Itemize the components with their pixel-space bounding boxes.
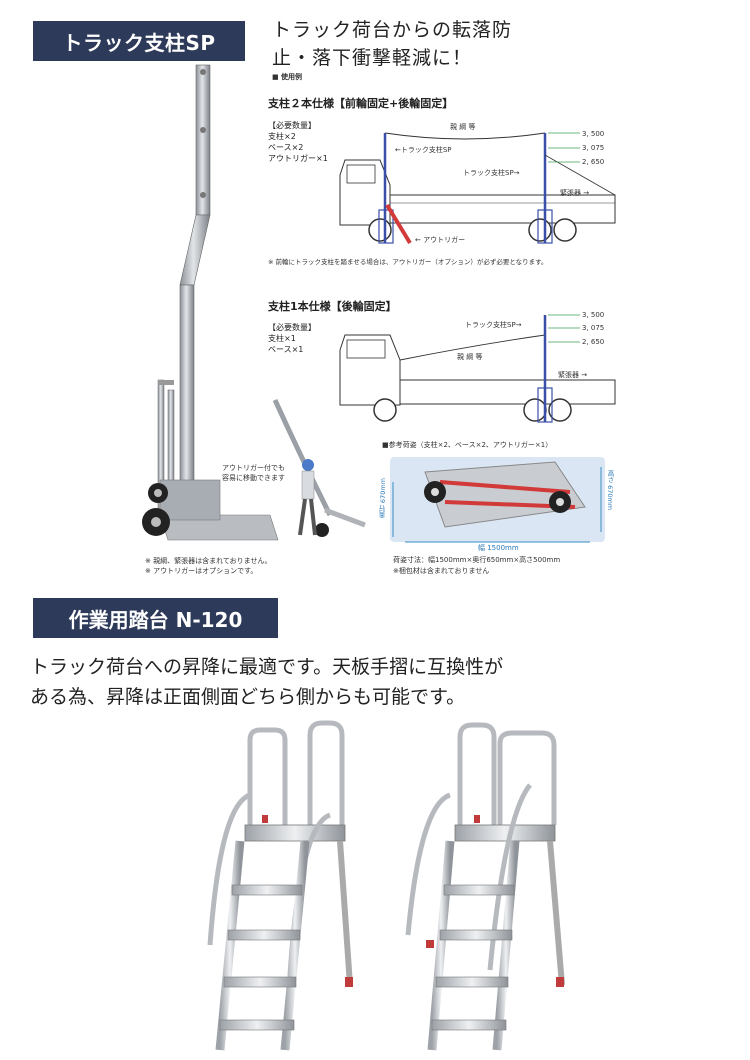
spec1-required-line: 支柱×1 <box>268 334 296 343</box>
usage-label: ■ 使用例 <box>272 73 303 81</box>
bottom-notes: ※ 親綱、緊張器は含まれておりません。 ※ アウトリガーはオプションです。 <box>145 556 271 576</box>
spec2-truck-diagram <box>339 132 616 245</box>
move-caption-line1: アウトリガー付でも <box>222 464 285 472</box>
section2-description: トラック荷台への昇降に最適です。天板手摺に互換性が ある為、昇降は正面側面どちら… <box>30 652 503 712</box>
spec1-rope-label: 親 綱 等 <box>457 353 483 361</box>
headline: トラック荷台からの転落防 止・落下衝撃軽減に！ <box>272 16 512 72</box>
headline-line1: トラック荷台からの転落防 <box>272 19 513 41</box>
spec1-required: 【必要数量】 支柱×1 ベース×1 <box>268 322 316 355</box>
pole-product-illustration <box>142 64 279 541</box>
spec2-tensioner-label: 緊張器 → <box>560 189 590 197</box>
spec1-required-line: ベース×1 <box>268 345 304 354</box>
spec1-height: 3, 500 <box>582 311 605 319</box>
move-caption: アウトリガー付でも 容易に移動できます <box>222 463 285 483</box>
spec1-title: 支柱1本仕様【後輪固定】 <box>268 300 397 313</box>
packing-width: 幅 1500mm <box>478 544 519 552</box>
spec2-required-line: ベース×2 <box>268 143 304 152</box>
headline-line2: 止・落下衝撃軽減に！ <box>272 47 473 69</box>
packing-photo <box>390 457 605 543</box>
spec1-height: 2, 650 <box>582 338 605 346</box>
move-caption-line2: 容易に移動できます <box>222 474 285 482</box>
section2-title: 作業用踏台 N-120 <box>33 598 278 638</box>
spec2-rope-label: 親 綱 等 <box>450 123 476 131</box>
spec1-pole-label: トラック支柱SP→ <box>465 321 522 329</box>
packing-title: ■参考荷姿（支柱×2、ベース×2、アウトリガー×1） <box>382 441 553 449</box>
spec2-height: 3, 075 <box>582 144 605 152</box>
spec2-title: 支柱２本仕様【前輪固定+後輪固定】 <box>268 97 454 110</box>
spec1-required-title: 【必要数量】 <box>268 323 316 332</box>
spec1-tensioner-label: 緊張器 → <box>558 371 588 379</box>
spec2-pole-left-label: ←トラック支柱SP <box>395 146 452 154</box>
packing-size: 荷姿寸法：幅1500mm×奥行650mm×高さ500mm <box>393 556 561 564</box>
bottom-note: ※ アウトリガーはオプションです。 <box>145 567 258 575</box>
spec2-required-title: 【必要数量】 <box>268 121 316 130</box>
spec2-required-line: 支柱×2 <box>268 132 296 141</box>
desc-line1: トラック荷台への昇降に最適です。天板手摺に互換性が <box>30 656 504 678</box>
moving-person-illustration <box>272 398 366 537</box>
spec2-pole-right-label: トラック支柱SP→ <box>463 169 520 177</box>
spec2-height: 2, 650 <box>582 158 605 166</box>
bottom-note: ※ 親綱、緊張器は含まれておりません。 <box>145 557 272 565</box>
packing-height: 高さ 670mm <box>606 470 614 511</box>
step-platform-side-illustration <box>405 722 565 1051</box>
spec2-height: 3, 500 <box>582 130 605 138</box>
packing-depth: 奥行 670mm <box>379 478 387 519</box>
spec1-truck-diagram <box>339 314 616 423</box>
spec2-note: ※ 前輪にトラック支柱を踏ませる場合は、アウトリガー（オプション）が必ず必要とな… <box>268 258 548 266</box>
spec2-required: 【必要数量】 支柱×2 ベース×2 アウトリガー×1 <box>268 120 328 164</box>
spec2-required-line: アウトリガー×1 <box>268 154 328 163</box>
packing-note: ※梱包材は含まれておりません <box>393 567 490 575</box>
spec1-height: 3, 075 <box>582 324 605 332</box>
desc-line2: ある為、昇降は正面側面どちら側からも可能です。 <box>30 686 466 708</box>
section1-title: トラック支柱SP <box>33 21 245 61</box>
step-platform-front-illustration <box>207 720 353 1051</box>
spec2-outrigger-label: ← アウトリガー <box>415 236 466 244</box>
